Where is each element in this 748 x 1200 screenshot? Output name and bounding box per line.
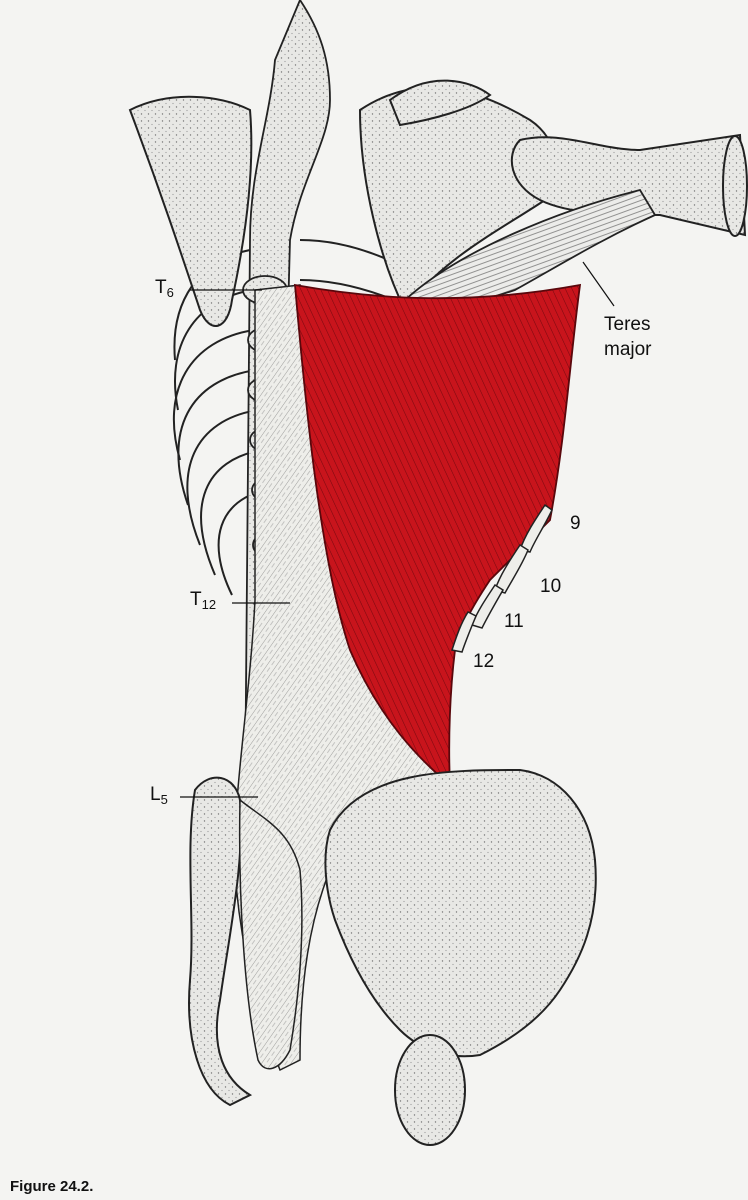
label-rib-11: 11 [504,611,524,632]
label-l5: L5 [150,785,168,806]
rib-tips [451,503,553,653]
ischium [394,1034,466,1146]
label-teres-major-line2: major [604,339,652,360]
label-rib-12: 12 [473,651,495,672]
label-l5-main: L [150,784,161,805]
label-t12-sub: 12 [201,597,217,612]
label-rib-9: 9 [570,513,581,534]
label-t6: T6 [155,278,174,299]
pelvis [324,768,597,1058]
humerus-shaft-end [722,135,748,237]
label-rib-10: 10 [540,576,562,597]
figure-caption: Figure 24.2. [10,1178,94,1195]
scapula-left [128,95,253,327]
label-l5-sub: 5 [160,792,168,807]
leader-lines [180,261,615,798]
acromion [388,79,492,127]
label-t6-main: T [155,277,167,298]
label-t12: T12 [190,590,216,611]
label-t12-main: T [190,589,202,610]
sacrum [238,798,303,1070]
label-teres-major-line1: Teres [604,314,651,335]
label-t6-sub: 6 [166,285,174,300]
leader-teres [582,261,615,307]
